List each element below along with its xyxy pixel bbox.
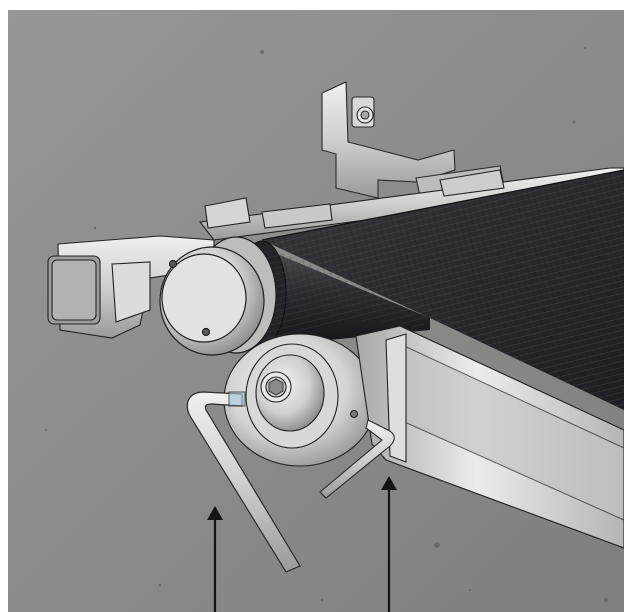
roller-end-cap — [159, 236, 277, 356]
top-rail — [198, 167, 624, 241]
motor-housing — [223, 333, 377, 467]
wall-texture — [44, 46, 608, 602]
end-bracket — [47, 235, 215, 339]
side-arm — [355, 325, 624, 549]
left-pointer-arrow-icon — [207, 506, 223, 612]
hex-key-small — [319, 419, 395, 499]
awning-fabric — [261, 169, 624, 410]
right-pointer-arrow-icon — [381, 476, 397, 612]
hex-key-large — [186, 391, 301, 573]
